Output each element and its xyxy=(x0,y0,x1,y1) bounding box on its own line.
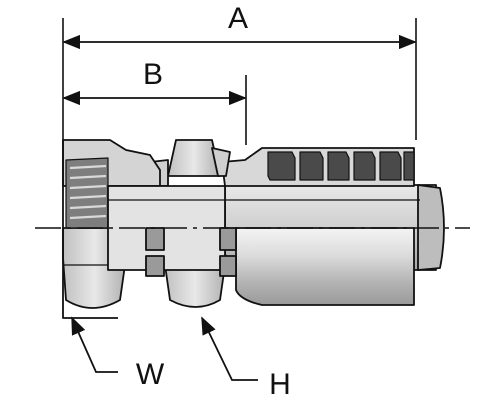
fitting-body xyxy=(62,139,445,319)
hex-h-collar xyxy=(211,147,231,177)
ferrule-grooves xyxy=(267,151,415,181)
hex-h-top xyxy=(167,139,221,177)
callout-label-w: W xyxy=(136,358,165,391)
leader-h xyxy=(201,316,258,381)
dimension-label-a: A xyxy=(228,2,248,35)
ferrule-lower xyxy=(235,227,415,306)
ring-grooves xyxy=(145,227,237,277)
leader-lines xyxy=(71,316,258,381)
leader-w xyxy=(71,316,118,373)
swivel-nut-face xyxy=(62,140,118,319)
dimension-label-b: B xyxy=(143,58,163,91)
internal-thread xyxy=(65,157,109,229)
callout-label-h: H xyxy=(269,368,291,400)
extension-lines xyxy=(62,18,417,145)
